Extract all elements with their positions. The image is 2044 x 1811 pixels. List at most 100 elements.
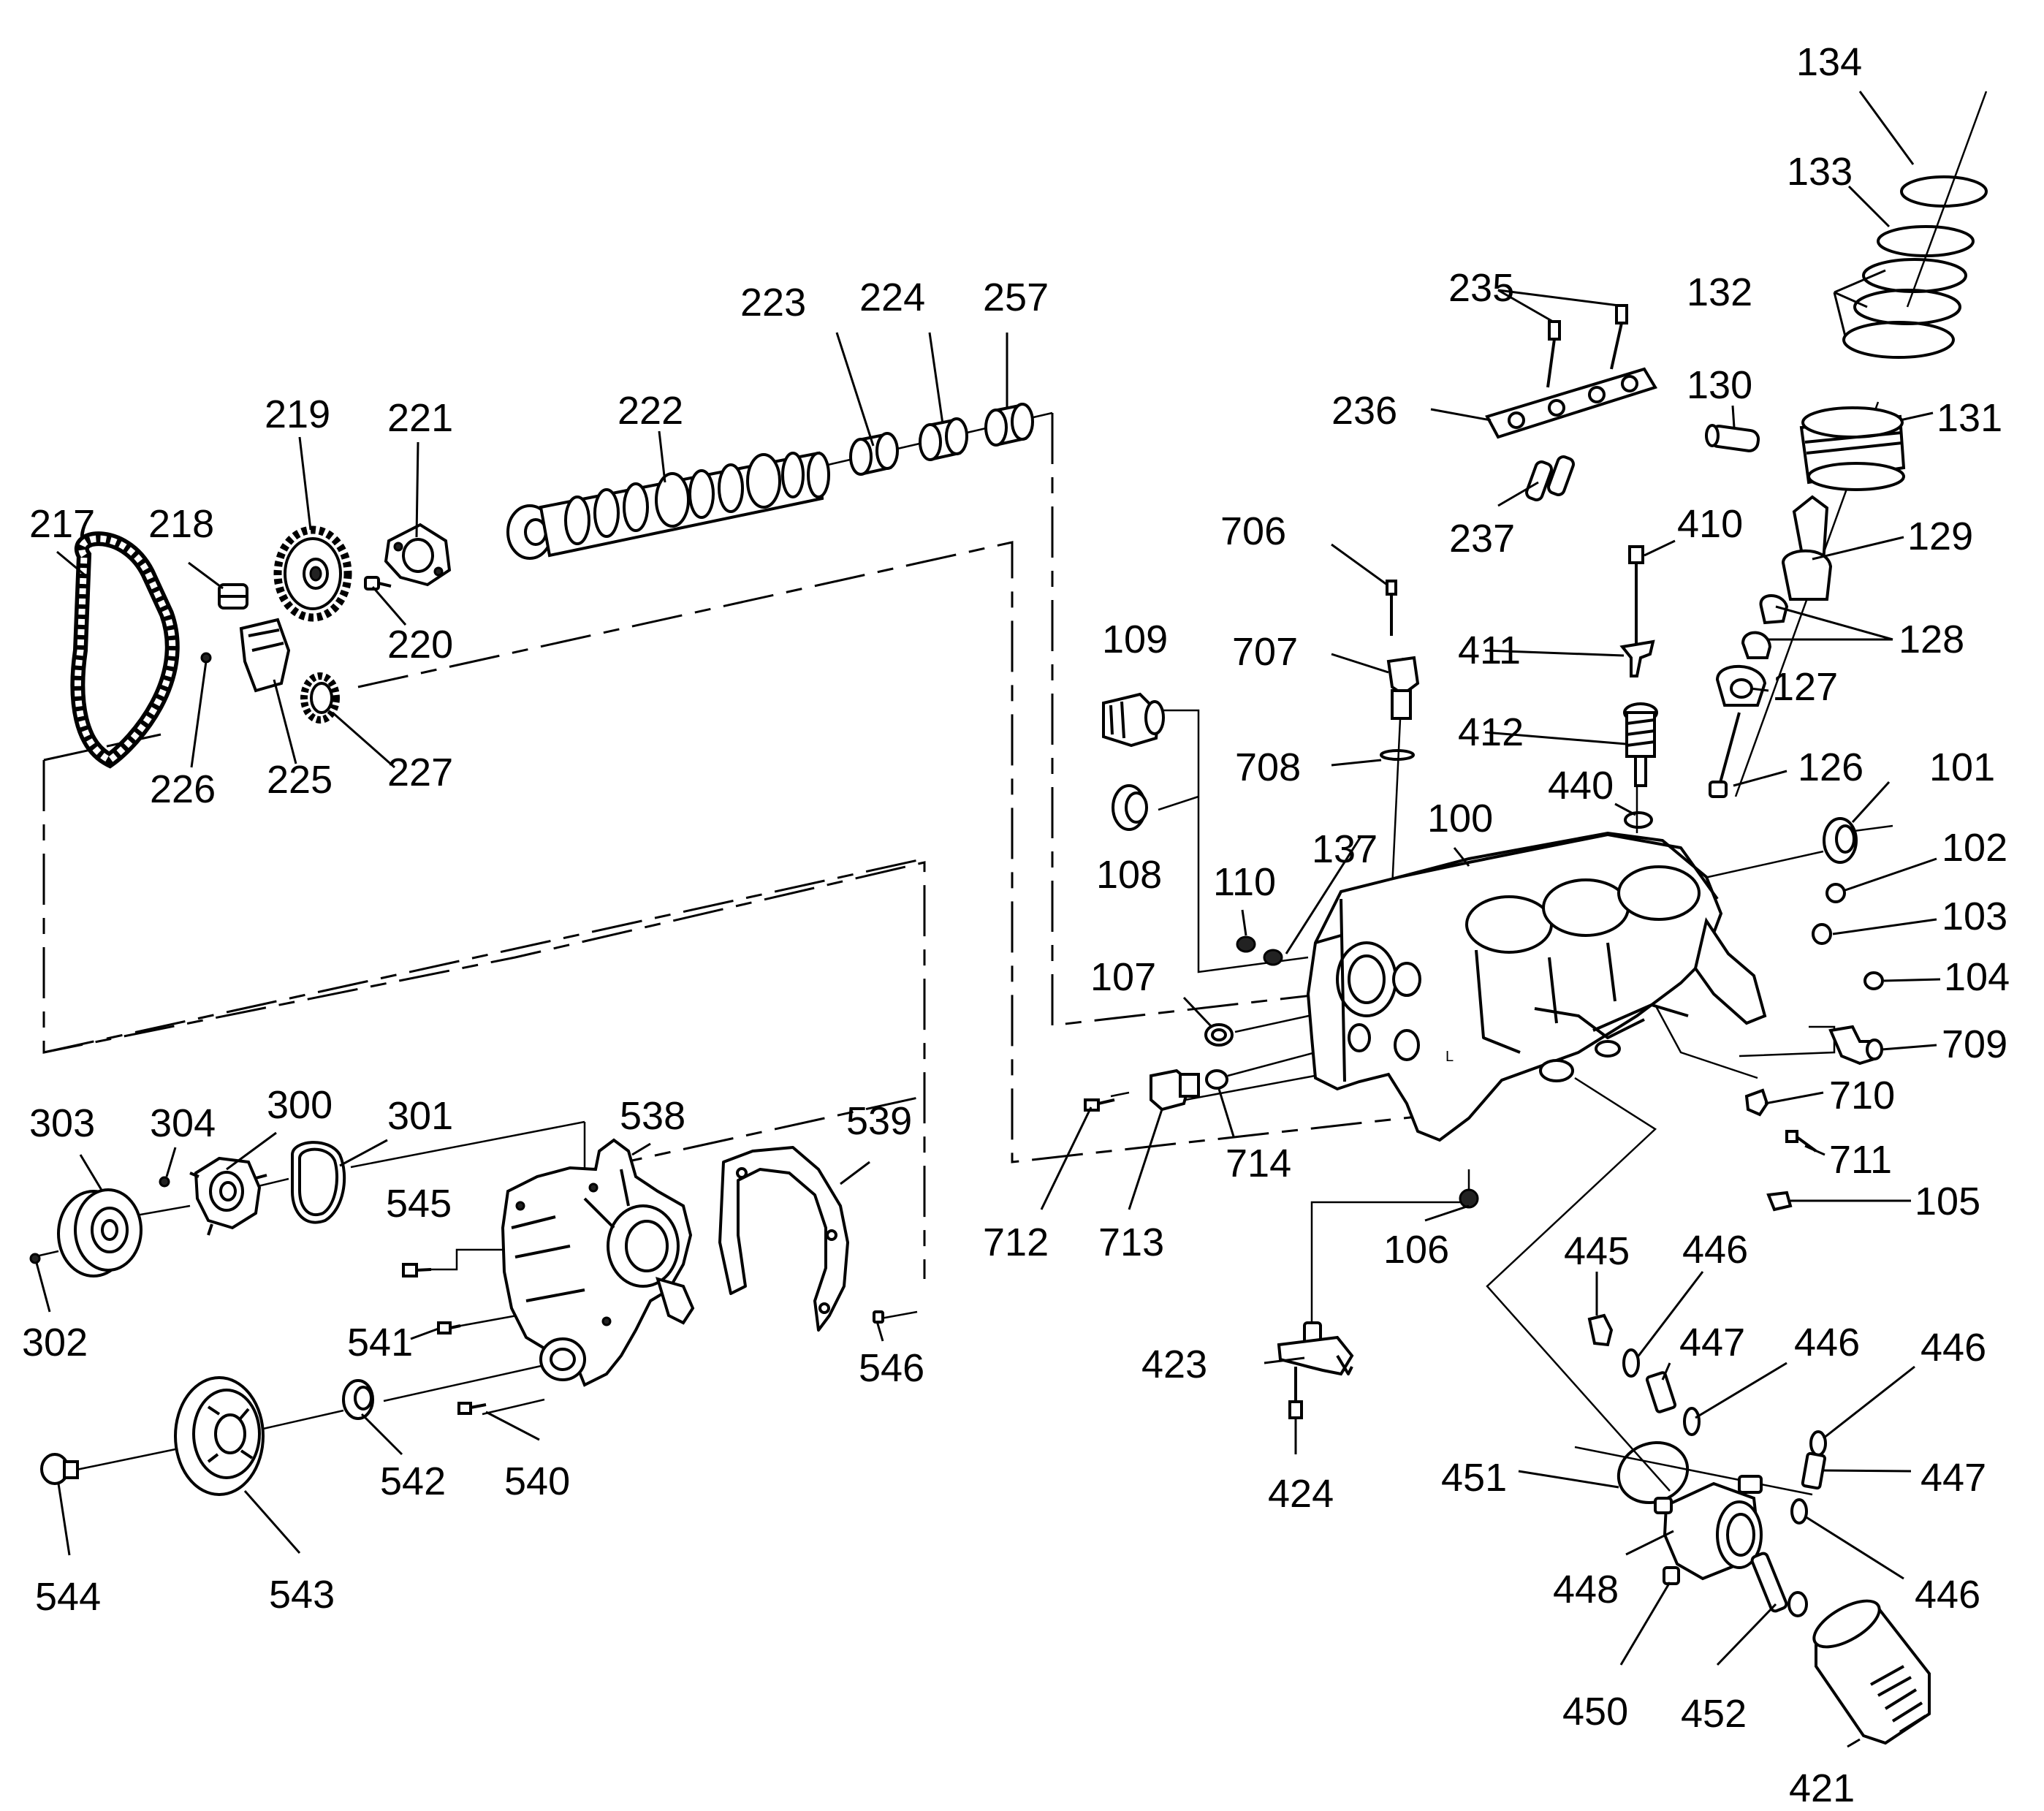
bolt-706 — [1386, 580, 1397, 636]
water-pump-300 — [189, 1156, 267, 1236]
plug-103 — [1812, 923, 1832, 945]
callout-219: 219 — [265, 392, 330, 436]
callout-101: 101 — [1929, 745, 1995, 789]
dowel-546 — [873, 1310, 884, 1324]
gasket-440 — [1624, 811, 1653, 829]
callout-412: 412 — [1458, 710, 1524, 754]
callout-546: 546 — [859, 1346, 924, 1390]
callout-421: 421 — [1789, 1766, 1855, 1810]
piston-131 — [1799, 406, 1906, 491]
callout-543: 543 — [269, 1573, 335, 1617]
rear-seal-101 — [1823, 817, 1858, 864]
callout-129: 129 — [1907, 515, 1973, 558]
bolt-304 — [159, 1176, 170, 1188]
callout-706: 706 — [1220, 509, 1286, 553]
rod-cap-127 — [1715, 664, 1767, 707]
callout-131: 131 — [1937, 396, 2002, 440]
crank-seal-542 — [342, 1379, 374, 1420]
callout-446c: 446 — [1920, 1326, 1986, 1370]
plug-110 — [1236, 935, 1256, 953]
clamp-411 — [1619, 639, 1655, 677]
washer-446d — [1790, 1498, 1808, 1525]
callout-712: 712 — [983, 1220, 1049, 1264]
callout-447b: 447 — [1920, 1456, 1986, 1500]
o-ring-714 — [1205, 1069, 1228, 1090]
callout-222: 222 — [618, 389, 683, 433]
filter-stud-452 — [1750, 1552, 1808, 1617]
lifter-guide-236 — [1485, 367, 1658, 439]
callout-538: 538 — [620, 1094, 685, 1138]
plug-104 — [1863, 971, 1884, 990]
harmonic-balancer-543 — [174, 1376, 265, 1496]
callout-103: 103 — [1942, 895, 2007, 938]
valve-lifters-237 — [1525, 455, 1575, 501]
bolt-541 — [437, 1321, 461, 1334]
plug-108 — [1112, 784, 1148, 831]
washer-446c — [1809, 1430, 1827, 1457]
callout-446d: 446 — [1915, 1573, 1980, 1617]
thrust-plate-221 — [384, 523, 452, 587]
callout-220: 220 — [387, 623, 453, 667]
callout-713: 713 — [1098, 1220, 1164, 1264]
piston-ring-133 — [1877, 225, 1975, 257]
callout-237: 237 — [1449, 517, 1515, 561]
callout-105: 105 — [1915, 1180, 1980, 1223]
callout-217: 217 — [29, 502, 95, 546]
tube-447a — [1645, 1371, 1677, 1413]
callout-447a: 447 — [1679, 1321, 1745, 1364]
callout-107: 107 — [1090, 955, 1156, 999]
callout-448: 448 — [1553, 1568, 1619, 1611]
camshaft-sprocket-219 — [273, 525, 352, 622]
callout-300: 300 — [267, 1083, 333, 1127]
sensor-709 — [1828, 1025, 1883, 1066]
callout-133: 133 — [1787, 150, 1853, 194]
sensor-707 — [1386, 656, 1420, 720]
engine-block-100: L — [1306, 831, 1767, 1142]
pulley-303 — [57, 1188, 143, 1277]
camshaft-bearing-224 — [919, 417, 968, 461]
camshaft-222 — [506, 451, 830, 560]
crankshaft-sprocket-227 — [300, 672, 340, 724]
callout-134: 134 — [1796, 40, 1862, 84]
bolts-235 — [1546, 304, 1628, 388]
callout-257: 257 — [983, 276, 1049, 319]
callout-544: 544 — [35, 1575, 101, 1619]
callout-710: 710 — [1829, 1074, 1895, 1117]
callout-302: 302 — [22, 1321, 88, 1364]
oil-filter-421 — [1812, 1599, 1931, 1745]
callout-223: 223 — [740, 281, 806, 324]
callout-100: 100 — [1427, 797, 1493, 840]
washer-446b — [1683, 1407, 1701, 1436]
camshaft-bearing-223 — [849, 432, 899, 476]
callout-452: 452 — [1681, 1692, 1747, 1736]
callout-130: 130 — [1687, 363, 1752, 407]
callout-424: 424 — [1268, 1472, 1334, 1516]
callout-221: 221 — [387, 396, 453, 440]
fitting-445 — [1587, 1313, 1614, 1347]
callout-leaders — [35, 91, 1941, 1748]
bolt-540 — [457, 1402, 487, 1415]
callout-128: 128 — [1899, 618, 1964, 661]
oil-filter-adapter-448 — [1654, 1475, 1763, 1581]
sensor-710 — [1744, 1088, 1769, 1117]
callout-540: 540 — [504, 1459, 570, 1503]
plug-106 — [1459, 1188, 1479, 1209]
o-ring-708 — [1380, 749, 1415, 761]
callout-707: 707 — [1232, 630, 1298, 674]
callout-708: 708 — [1235, 745, 1301, 789]
parts: L — [29, 175, 1988, 1745]
piston-pin-130 — [1705, 424, 1760, 452]
bolt-545 — [402, 1263, 432, 1277]
callout-127: 127 — [1772, 665, 1838, 709]
callout-236: 236 — [1331, 389, 1397, 433]
callout-446a: 446 — [1682, 1228, 1748, 1272]
rod-bolt-126 — [1709, 712, 1741, 798]
callout-440: 440 — [1548, 764, 1614, 808]
assembly-guide-lines — [32, 91, 1988, 1496]
piston-ring-134 — [1900, 175, 1988, 208]
oil-pickup-423 — [1277, 1321, 1354, 1376]
svg-text:L: L — [1445, 1049, 1454, 1065]
callout-545: 545 — [386, 1182, 452, 1226]
callout-301: 301 — [387, 1094, 453, 1138]
callout-108: 108 — [1096, 853, 1162, 897]
